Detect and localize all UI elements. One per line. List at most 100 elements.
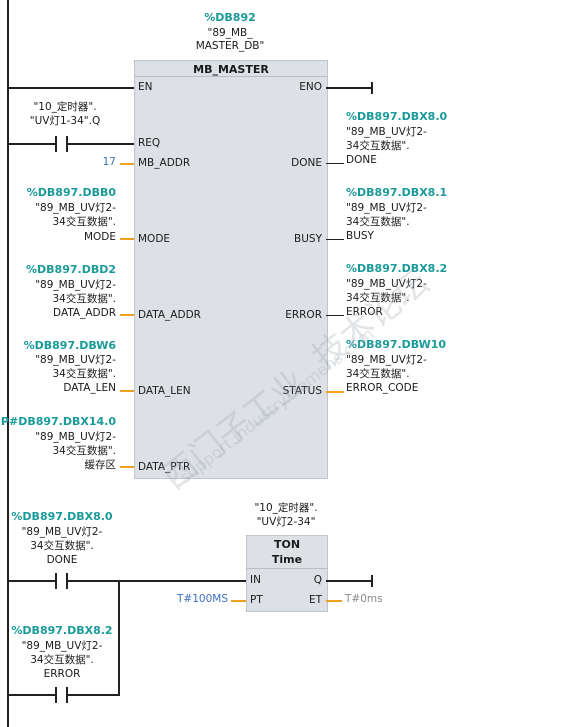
contact-error-line3: ERROR	[43, 668, 81, 680]
pin-mb-addr: MB_ADDR	[138, 157, 191, 169]
data-len-stub	[120, 390, 134, 392]
eno-wire-end	[371, 82, 373, 94]
contact-done-line3: DONE	[46, 554, 78, 566]
mb-master-title-divider	[135, 76, 327, 77]
mode-stub	[120, 238, 134, 240]
pin-eno: ENO	[299, 81, 322, 93]
contact-done-line1: "89_MB_UV灯2-	[21, 526, 103, 538]
ton-instance-line2: "UV灯2-34"	[256, 516, 316, 528]
mb-master-instance-name-2: MASTER_DB"	[195, 40, 265, 52]
error-contact-wire-right	[67, 694, 120, 696]
error-contact-left-bar[interactable]	[55, 687, 57, 703]
ton-title-divider	[247, 568, 327, 569]
pin-error: ERROR	[285, 309, 322, 321]
done-operand-line2: 34交互数据".	[346, 140, 410, 152]
mb-master-title: MB_MASTER	[193, 63, 269, 76]
error-operand-address[interactable]: %DB897.DBX8.2	[346, 262, 448, 275]
pin-data-len: DATA_LEN	[138, 385, 191, 397]
ton-pin-in: IN	[250, 574, 261, 586]
ton-pin-et: ET	[308, 594, 322, 606]
mb-master-block[interactable]	[134, 60, 328, 479]
mb-addr-value[interactable]: 17	[102, 156, 116, 168]
contact-error-address[interactable]: %DB897.DBX8.2	[11, 624, 113, 637]
mode-operand-address[interactable]: %DB897.DBB0	[26, 186, 116, 199]
eno-wire	[326, 87, 372, 89]
data-len-operand-address[interactable]: %DB897.DBW6	[23, 339, 116, 352]
pin-mode: MODE	[138, 233, 171, 245]
busy-wire	[326, 239, 344, 240]
contact-done-address[interactable]: %DB897.DBX8.0	[11, 510, 113, 523]
pin-data-addr: DATA_ADDR	[138, 309, 201, 321]
busy-operand-address[interactable]: %DB897.DBX8.1	[346, 186, 448, 199]
ton-et-value[interactable]: T#0ms	[345, 593, 383, 605]
done-contact-wire-right	[67, 580, 246, 582]
data-len-operand-line2: 34交互数据".	[52, 368, 116, 380]
mb-master-instance-name-1: "89_MB_	[207, 27, 253, 39]
done-operand-address[interactable]: %DB897.DBX8.0	[346, 110, 448, 123]
ton-pt-value[interactable]: T#100MS	[177, 593, 228, 605]
pin-data-ptr: DATA_PTR	[138, 461, 191, 473]
data-addr-operand-line3: DATA_ADDR	[53, 307, 116, 319]
done-wire	[326, 163, 344, 164]
data-len-operand-line3: DATA_LEN	[63, 382, 116, 394]
pin-en: EN	[138, 81, 153, 93]
ton-q-wire	[326, 580, 372, 582]
done-operand-line3: DONE	[346, 154, 377, 166]
done-contact-wire-left	[7, 580, 56, 582]
data-addr-operand-line2: 34交互数据".	[52, 293, 116, 305]
mode-operand-line2: 34交互数据".	[52, 216, 116, 228]
pin-req: REQ	[138, 137, 161, 149]
ton-pin-pt: PT	[250, 594, 263, 606]
contact-error-line1: "89_MB_UV灯2-	[21, 640, 103, 652]
req-contact-left-bar[interactable]	[55, 136, 57, 152]
busy-operand-line2: 34交互数据".	[346, 216, 410, 228]
parallel-branch-join	[118, 580, 120, 696]
data-addr-operand-line1: "89_MB_UV灯2-	[35, 279, 116, 291]
mode-operand-line1: "89_MB_UV灯2-	[35, 202, 116, 214]
data-len-operand-line1: "89_MB_UV灯2-	[35, 354, 116, 366]
status-stub	[326, 391, 344, 393]
done-contact-left-bar[interactable]	[55, 573, 57, 589]
pin-done: DONE	[291, 157, 322, 169]
status-operand-address[interactable]: %DB897.DBW10	[346, 338, 447, 351]
error-operand-line2: 34交互数据".	[346, 292, 410, 304]
ton-q-wire-end	[371, 575, 373, 587]
mode-operand-line3: MODE	[83, 231, 116, 243]
en-wire	[7, 87, 134, 89]
contact-done-line2: 34交互数据".	[30, 540, 94, 552]
ton-et-stub	[326, 600, 342, 602]
req-operand-line2: "UV灯1-34".Q	[29, 115, 101, 127]
status-operand-line2: 34交互数据".	[346, 368, 410, 380]
left-power-rail	[7, 0, 9, 727]
pin-status: STATUS	[282, 385, 322, 397]
contact-error-line2: 34交互数据".	[30, 654, 94, 666]
busy-operand-line1: "89_MB_UV灯2-	[346, 202, 427, 214]
req-wire-right	[67, 143, 134, 145]
data-ptr-operand-line3: 缓存区	[84, 459, 117, 471]
ton-block[interactable]	[246, 535, 328, 612]
pin-busy: BUSY	[294, 233, 322, 245]
busy-operand-line3: BUSY	[346, 230, 374, 242]
mb-master-instance-db[interactable]: %DB892	[204, 11, 256, 24]
data-addr-operand-address[interactable]: %DB897.DBD2	[26, 263, 116, 276]
ton-instance-line1: "10_定时器".	[254, 502, 318, 514]
error-wire	[326, 315, 344, 316]
data-ptr-operand-line2: 34交互数据".	[52, 445, 116, 457]
req-wire-left	[7, 143, 56, 145]
ton-pin-q: Q	[313, 574, 322, 586]
status-operand-line1: "89_MB_UV灯2-	[346, 354, 427, 366]
req-operand-line1: "10_定时器".	[33, 101, 97, 113]
error-operand-line3: ERROR	[346, 306, 383, 318]
data-ptr-stub	[120, 466, 134, 468]
error-operand-line1: "89_MB_UV灯2-	[346, 278, 427, 290]
ton-pt-stub	[231, 600, 246, 602]
ton-subtitle: Time	[271, 553, 303, 566]
ton-title: TON	[273, 538, 301, 551]
data-ptr-operand-address[interactable]: P#DB897.DBX14.0	[0, 415, 116, 428]
data-addr-stub	[120, 314, 134, 316]
status-operand-line3: ERROR_CODE	[346, 382, 419, 394]
mb-addr-stub	[120, 163, 134, 165]
data-ptr-operand-line1: "89_MB_UV灯2-	[35, 431, 116, 443]
done-operand-line1: "89_MB_UV灯2-	[346, 126, 427, 138]
error-contact-wire-left	[7, 694, 56, 696]
